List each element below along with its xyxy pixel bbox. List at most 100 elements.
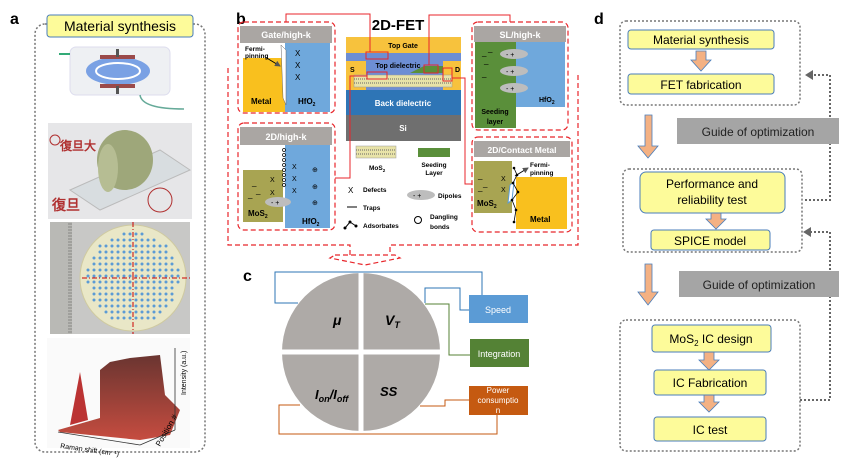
material-synthesis-title: Material synthesis (46, 14, 194, 38)
guide-label-2: Guide of optimization (703, 278, 816, 292)
top-dielectric-label: Top dielectric (376, 63, 421, 70)
2d-highk-header: 2D/high-k (265, 132, 307, 142)
power-label-line3: n (496, 406, 500, 415)
on-off-ratio-label: Ion/Ioff (315, 387, 349, 404)
flow-arrows (637, 50, 727, 413)
svg-text:復旦: 復旦 (51, 197, 80, 213)
svg-text:X: X (295, 73, 301, 82)
source-label: S (350, 67, 355, 74)
svg-text:MoS2: MoS2 (477, 199, 497, 210)
svg-text:- +: - + (506, 86, 514, 93)
svg-text:_: _ (482, 179, 488, 188)
ic-fabrication-step: IC Fabrication (653, 369, 767, 396)
sl-highk-interface: SL/high-k - +- +- + ____ HfO2 Seeding la… (471, 21, 569, 131)
svg-text:HfO2: HfO2 (539, 97, 555, 106)
2d-fet-title: 2D-FET (372, 17, 425, 34)
legend: MoS2 Seeding Layer X Defects Traps Adsor… (343, 145, 462, 231)
svg-text:⊕: ⊕ (312, 184, 318, 191)
material-synthesis-title-text: Material synthesis (64, 18, 176, 34)
spice-model-step: SPICE model (650, 229, 771, 251)
svg-text:- +: - + (506, 69, 514, 76)
raman-mapping-plot: Raman shift (cm⁻¹) Intensity (a.u.) Posi… (47, 338, 190, 458)
material-synthesis-step-label: Material synthesis (653, 33, 749, 47)
fermi-label: Fermi- (245, 46, 265, 53)
contact-metal-header: 2D/Contact Metal (488, 145, 557, 155)
svg-text:⊕: ⊕ (312, 167, 318, 174)
gate-highk-interface: Gate/high-k Fermi- pinning XXX Metal HfO… (237, 21, 336, 114)
connector-lines (285, 13, 511, 185)
metal-label: Metal (530, 215, 550, 224)
guide-label-1: Guide of optimization (702, 125, 815, 139)
panel-label-b: b (236, 11, 246, 28)
svg-text:X: X (270, 177, 275, 184)
wafer-boat-photo: 復旦大 復旦 (48, 123, 192, 219)
performance-label-2: reliability test (677, 193, 747, 207)
speed-label: Speed (485, 305, 511, 315)
svg-text:X: X (295, 49, 301, 58)
adsorbates-label: Adsorbates (363, 223, 399, 230)
metal-label: Metal (251, 97, 271, 106)
2d-contact-metal-interface: 2D/Contact Metal Fermi- pinning XX ___ M… (471, 136, 573, 233)
feedback-arrowhead (805, 70, 813, 80)
reactor-image (59, 46, 185, 110)
guide-of-optimization-2: Guide of optimization (679, 271, 839, 297)
svg-text:_: _ (483, 56, 489, 65)
panel-label-c: c (243, 268, 252, 285)
traps-label: Traps (363, 205, 381, 212)
gate-highk-header: Gate/high-k (261, 30, 311, 40)
svg-text:_: _ (247, 190, 253, 199)
svg-text:MoS2: MoS2 (248, 209, 268, 220)
dipoles-label: Dipoles (438, 193, 462, 200)
svg-text:MoS2 IC design: MoS2 IC design (669, 332, 752, 348)
panel-b-frame (227, 68, 579, 266)
layer-legend-label: Layer (425, 170, 443, 177)
fet-fabrication-step-label: FET fabrication (660, 78, 741, 92)
fet-fabrication-step: FET fabrication (627, 73, 775, 95)
svg-text:復旦大: 復旦大 (59, 138, 96, 153)
svg-text:X: X (292, 164, 297, 171)
dipole-icon (407, 190, 435, 200)
ic-design-step: MoS2 IC design (651, 324, 772, 353)
seeding-label: Seeding (481, 109, 508, 116)
2d-highk-interface: 2D/high-k XXX XX ⊕⊕⊕ ___ - + MoS2 HfO2 (237, 122, 336, 231)
svg-text:MoS2: MoS2 (369, 165, 386, 173)
performance-label-1: Performance and (666, 177, 758, 191)
svg-text:- +: - + (413, 193, 421, 200)
svg-text:X: X (292, 188, 297, 195)
svg-text:X: X (501, 187, 506, 194)
fermi-label: Fermi- (530, 162, 550, 169)
defects-label: Defects (363, 187, 387, 194)
svg-text:- +: - + (271, 200, 279, 207)
power-consumption-box: Power consumptio n (469, 386, 528, 415)
feedback-arrowhead (803, 227, 811, 237)
parameter-circle: μ VT Ion/Ioff SS (281, 272, 441, 432)
integration-label: Integration (478, 349, 521, 359)
ic-fabrication-label: IC Fabrication (673, 376, 748, 390)
svg-text:HfO2: HfO2 (298, 97, 316, 108)
back-dielectric-label: Back dielectric (375, 99, 432, 108)
dangling-label: Dangling (430, 214, 458, 221)
svg-text:X: X (270, 190, 275, 197)
top-gate-label: Top Gate (388, 43, 418, 50)
panel-d-frames (619, 20, 803, 452)
drain-label: D (455, 67, 460, 74)
speed-box: Speed (469, 295, 528, 323)
defect-x-icon: X (348, 186, 354, 195)
panel-label-d: d (594, 11, 604, 28)
sl-highk-header: SL/high-k (500, 30, 542, 40)
svg-text:_: _ (477, 171, 483, 180)
svg-text:_: _ (255, 186, 261, 195)
device-cross-section: Top Gate Top dielectric S D Back dielect… (346, 37, 461, 141)
svg-text:_: _ (487, 44, 493, 53)
pinning-label: pinning (530, 170, 553, 177)
performance-test-step: Performance and reliability test (639, 171, 786, 214)
svg-text:HfO2: HfO2 (302, 217, 320, 228)
feedback-arrows (800, 74, 831, 401)
raman-y-label: Intensity (a.u.) (181, 351, 188, 395)
ic-test-label: IC test (693, 423, 728, 437)
si-label: Si (399, 124, 407, 133)
ic-test-step: IC test (653, 416, 767, 442)
seeding-layer-legend-swatch (418, 148, 450, 157)
adsorbate-icon (343, 220, 358, 230)
bonds-label: bonds (430, 224, 450, 231)
